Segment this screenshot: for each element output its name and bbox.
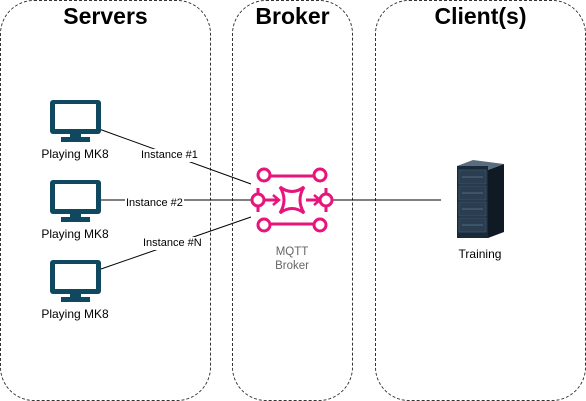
edge-label-instance-1: Instance #1 [140,149,199,162]
monitor-icon [50,100,101,142]
broker-label-line1: MQTT [275,246,309,258]
server-label-3: Playing MK8 [41,307,109,321]
lane-title-broker: Broker [255,3,330,29]
server-label-2: Playing MK8 [41,227,109,241]
monitor-icon [50,180,101,222]
mqtt-broker-icon [250,167,334,233]
server-label-1: Playing MK8 [41,147,109,161]
monitor-icon [50,260,101,302]
edge-label-instance-n: Instance #N [142,237,203,250]
server-rack-icon [457,160,504,238]
edge-label-instance-2: Instance #2 [125,197,184,210]
lane-title-servers: Servers [63,3,148,29]
lane-title-clients: Client(s) [434,3,527,29]
broker-label-line2: Broker [275,260,309,272]
client-label: Training [458,247,502,261]
